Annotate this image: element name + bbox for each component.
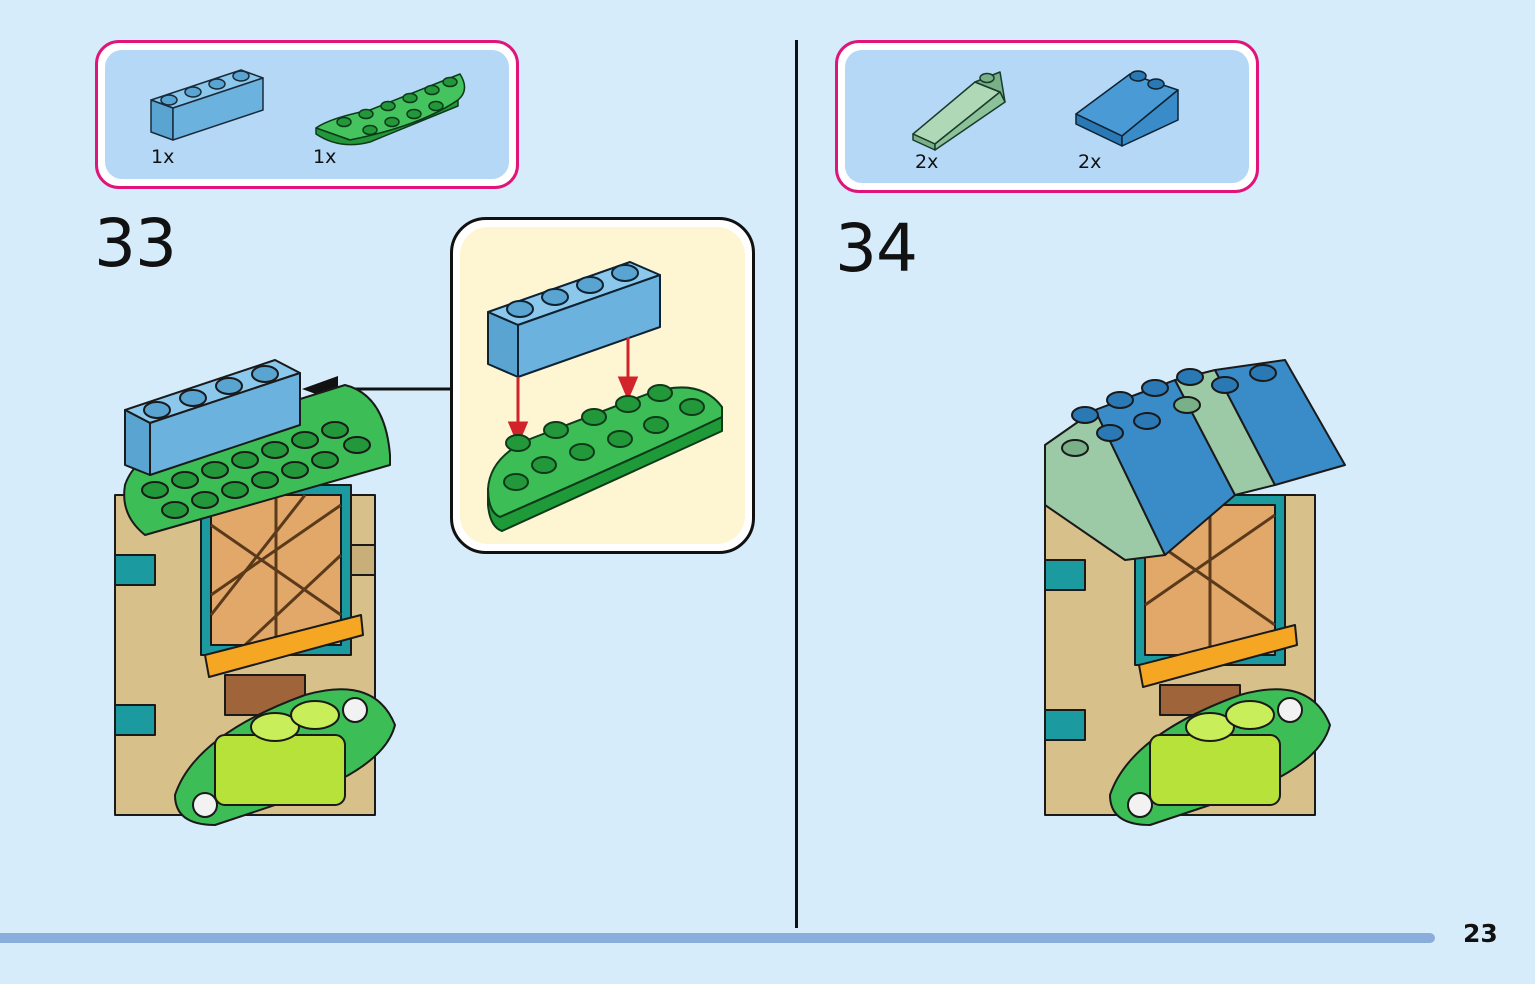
parts-list-step-34: 2x 2x — [835, 40, 1259, 193]
part-1x4-blue-brick-icon — [150, 69, 264, 141]
step-number-33: 33 — [94, 205, 177, 282]
sub-assembly-callout — [450, 217, 755, 554]
part-quantity: 1x — [313, 146, 337, 168]
parts-list-step-33: 1x 1x — [95, 40, 519, 189]
part-quantity: 2x — [915, 151, 939, 173]
page-divider — [795, 40, 798, 928]
part-quantity: 1x — [151, 146, 175, 168]
model-step-34-illustration — [1044, 359, 1346, 826]
page-number: 23 — [1463, 919, 1498, 948]
part-quantity: 2x — [1078, 151, 1102, 173]
step-number-34: 34 — [835, 210, 918, 287]
model-step-33-illustration — [114, 359, 396, 826]
part-sand-green-slope-icon — [912, 71, 1006, 151]
page-footer-bar — [0, 933, 1435, 943]
part-half-round-green-plate-icon — [315, 73, 466, 146]
sub-assembly-illustration — [487, 261, 723, 532]
part-blue-slope-icon — [1075, 70, 1179, 147]
